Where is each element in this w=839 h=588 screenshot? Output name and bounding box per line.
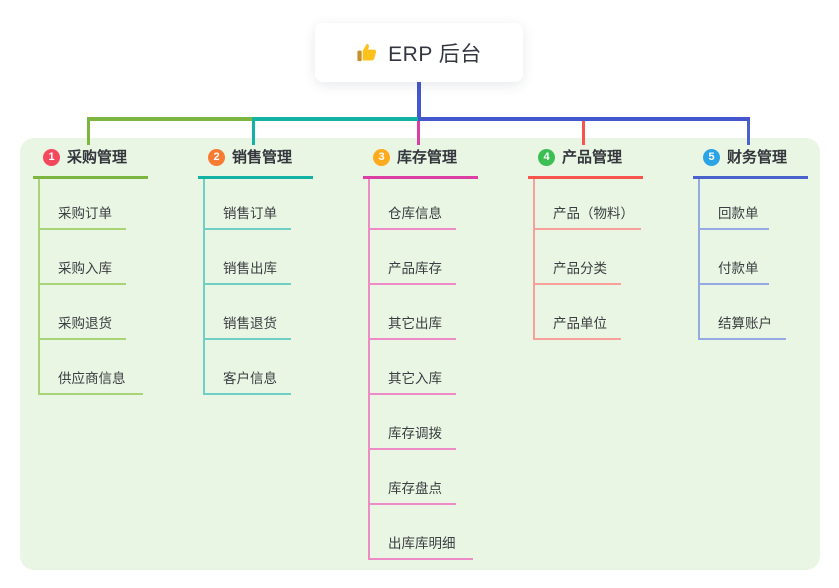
branch-underline	[363, 176, 478, 179]
branch-spine-line	[368, 179, 370, 560]
child-node[interactable]: 结算账户	[718, 316, 772, 331]
child-underline	[203, 338, 291, 340]
branch-number-badge: 4	[538, 149, 555, 166]
child-node[interactable]: 库存盘点	[388, 481, 442, 496]
branch-number-badge: 3	[373, 149, 390, 166]
root-title: ERP 后台	[388, 42, 482, 66]
child-underline	[368, 338, 456, 340]
child-underline	[368, 503, 456, 505]
branch-number-badge: 1	[43, 149, 60, 166]
branch-underline	[528, 176, 643, 179]
child-underline	[203, 228, 291, 230]
branch-underline	[33, 176, 148, 179]
branch-underline	[693, 176, 808, 179]
branch-number-badge: 5	[703, 149, 720, 166]
branch-title-node[interactable]: 库存管理	[397, 149, 458, 166]
branch-underline	[198, 176, 313, 179]
child-underline	[368, 228, 456, 230]
child-node[interactable]: 销售出库	[223, 261, 277, 276]
child-underline	[203, 283, 291, 285]
child-underline	[698, 338, 786, 340]
child-node[interactable]: 产品库存	[388, 261, 442, 276]
child-underline	[368, 448, 456, 450]
child-node[interactable]: 产品分类	[553, 261, 607, 276]
branch-title-node[interactable]: 财务管理	[727, 149, 788, 166]
root-trunk-line	[417, 82, 421, 121]
child-node[interactable]: 产品（物料）	[553, 206, 634, 221]
child-node[interactable]: 客户信息	[223, 371, 277, 386]
child-node[interactable]: 采购退货	[58, 316, 112, 331]
branch-title-node[interactable]: 采购管理	[67, 149, 128, 166]
branch-drop-line	[582, 119, 585, 145]
branch-spine-line	[38, 179, 40, 395]
branch-title-node[interactable]: 产品管理	[562, 149, 623, 166]
child-underline	[533, 283, 621, 285]
branch-drop-line	[87, 119, 90, 145]
child-underline	[533, 338, 621, 340]
child-underline	[533, 228, 641, 230]
branch-number-badge: 2	[208, 149, 225, 166]
branch-drop-line	[417, 119, 420, 145]
child-underline	[203, 393, 291, 395]
child-node[interactable]: 销售退货	[223, 316, 277, 331]
child-underline	[368, 393, 456, 395]
child-underline	[38, 228, 126, 230]
child-node[interactable]: 回款单	[718, 206, 759, 221]
branch-drop-line	[747, 119, 750, 145]
branches-panel	[20, 138, 820, 570]
branch-spine-line	[698, 179, 700, 340]
thumbs-up-icon	[356, 41, 379, 64]
child-underline	[698, 228, 769, 230]
root-node[interactable]: ERP 后台	[315, 23, 523, 82]
child-node[interactable]: 库存调拨	[388, 426, 442, 441]
child-node[interactable]: 产品单位	[553, 316, 607, 331]
child-underline	[38, 338, 126, 340]
branch-spine-line	[533, 179, 535, 340]
bus-segment	[87, 117, 253, 121]
child-node[interactable]: 仓库信息	[388, 206, 442, 221]
child-node[interactable]: 采购订单	[58, 206, 112, 221]
child-underline	[368, 558, 473, 560]
child-underline	[38, 393, 143, 395]
branch-title-node[interactable]: 销售管理	[232, 149, 293, 166]
child-node[interactable]: 其它出库	[388, 316, 442, 331]
child-node[interactable]: 销售订单	[223, 206, 277, 221]
child-underline	[698, 283, 769, 285]
branch-spine-line	[203, 179, 205, 395]
child-node[interactable]: 其它入库	[388, 371, 442, 386]
branch-drop-line	[252, 119, 255, 145]
child-node[interactable]: 供应商信息	[58, 371, 126, 386]
bus-segment	[418, 117, 750, 121]
bus-segment	[252, 117, 420, 121]
child-node[interactable]: 出库库明细	[388, 536, 456, 551]
child-node[interactable]: 采购入库	[58, 261, 112, 276]
child-underline	[38, 283, 126, 285]
child-node[interactable]: 付款单	[718, 261, 759, 276]
child-underline	[368, 283, 456, 285]
